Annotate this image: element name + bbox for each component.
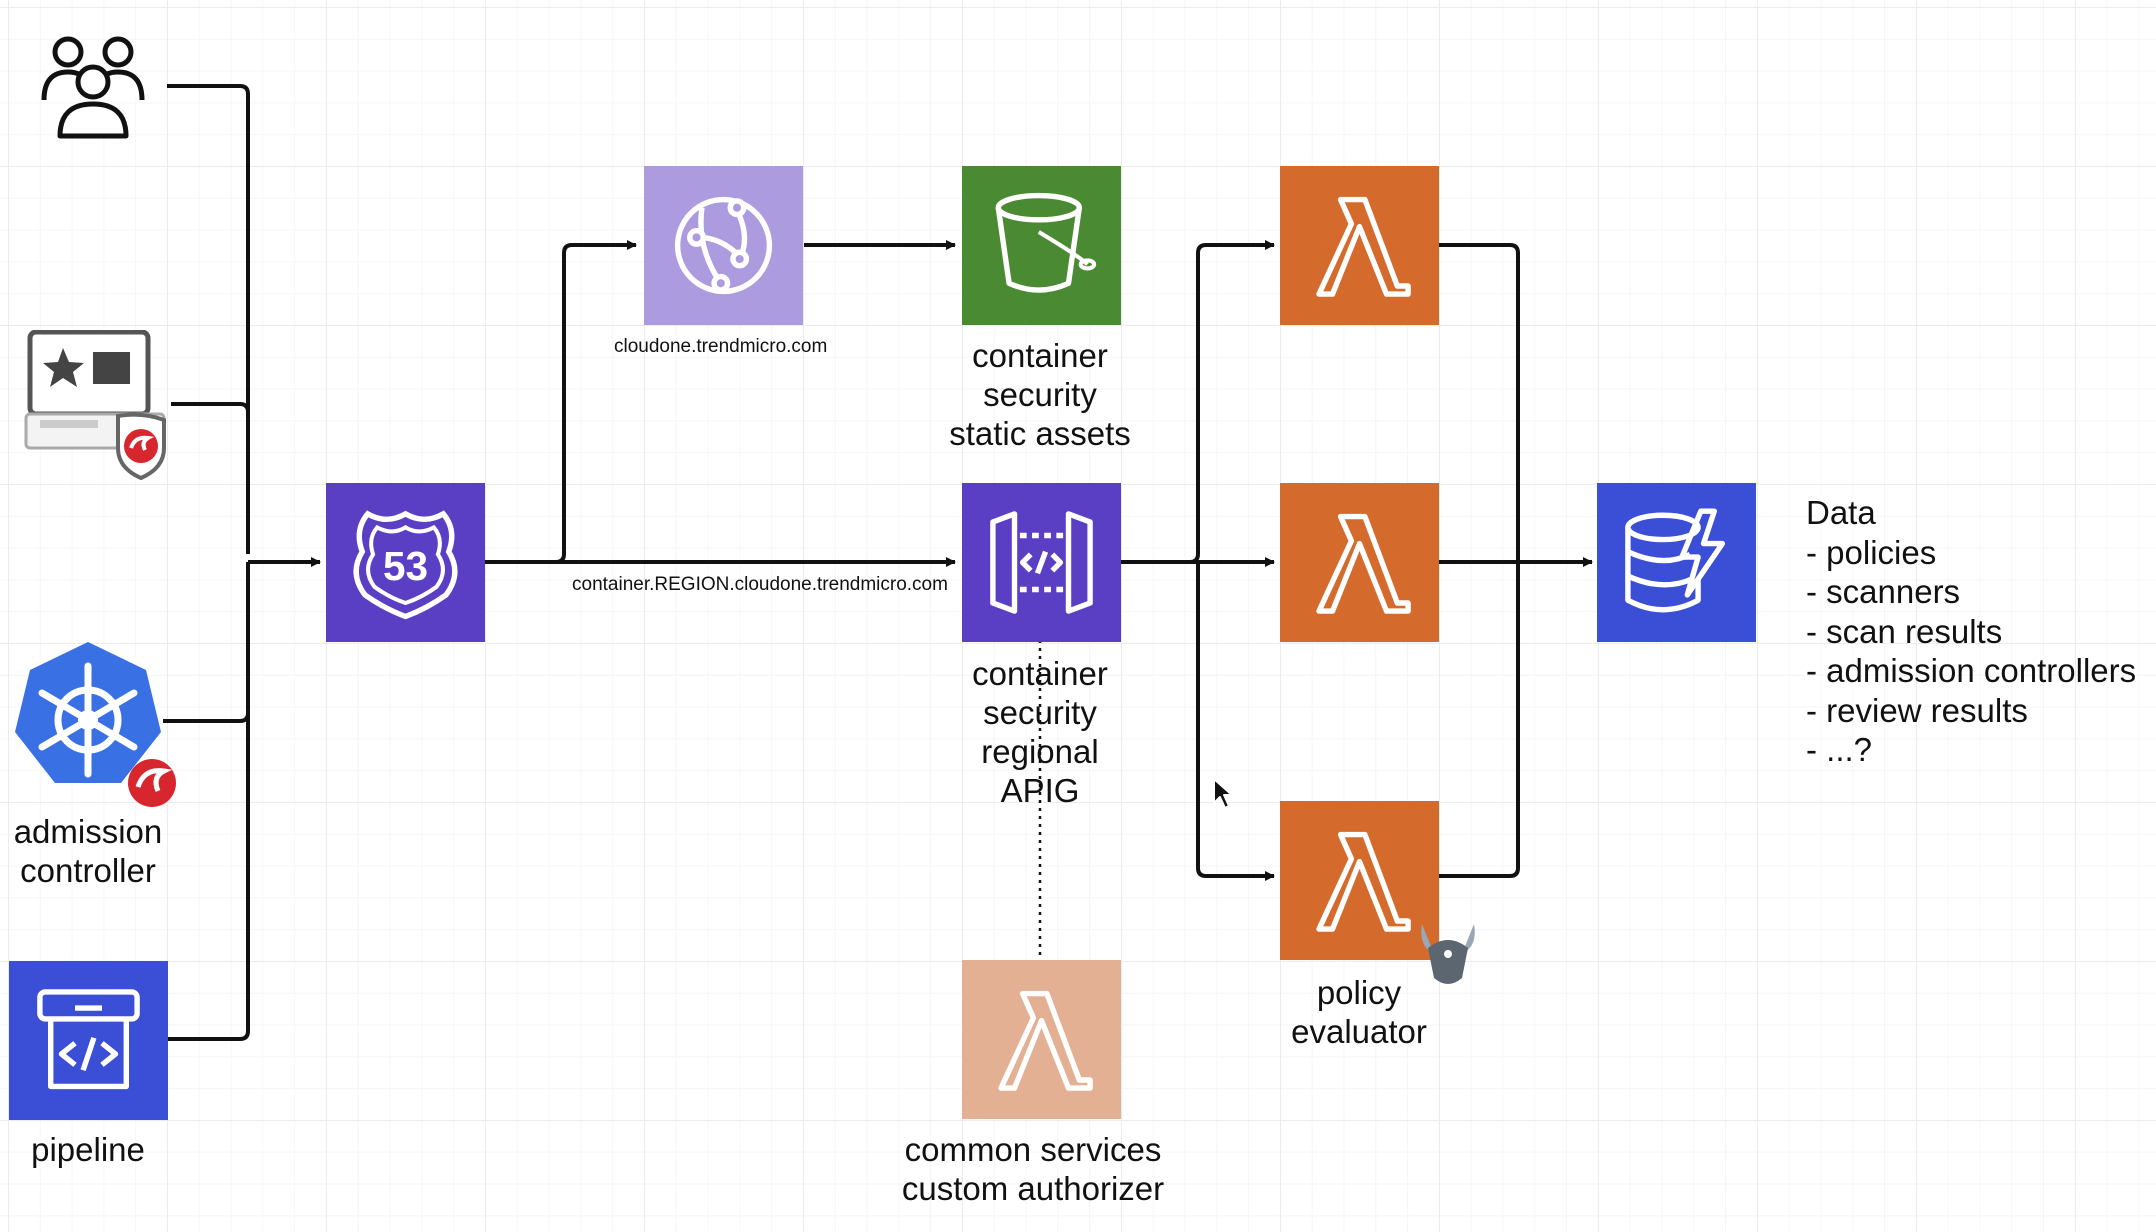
admission-controller-label: admission controller [13, 813, 163, 889]
s3-node[interactable] [962, 166, 1121, 325]
route53-icon: 53 [353, 510, 458, 620]
data-item: - admission controllers [1806, 652, 2137, 689]
authorizer-label: common services custom authorizer [901, 1131, 1165, 1207]
lambda-icon [1316, 196, 1411, 297]
data-item: - policies [1806, 533, 1937, 571]
data-item: - review results [1806, 691, 2028, 729]
mouse-cursor [1212, 777, 1234, 811]
apig-label: container security regional APIG [972, 655, 1108, 809]
authorizer-node[interactable] [962, 960, 1121, 1119]
opa-icon [1421, 924, 1475, 984]
lambda-icon [1316, 831, 1411, 932]
edge-lambda-top-merge [1439, 243, 1520, 562]
data-item: - scan results [1806, 612, 2003, 650]
data-title: Data [1806, 494, 1876, 531]
console-shield-icon [24, 329, 166, 481]
edge-pipeline-bus [168, 562, 250, 1041]
cloudfront-icon [674, 196, 773, 295]
data-item: - ...? [1806, 731, 1873, 768]
edge-apig-policy [1196, 562, 1275, 881]
kubernetes-icon [15, 642, 176, 807]
data-item: - scanners [1806, 573, 1961, 610]
console-node[interactable] [14, 329, 174, 481]
s3-bucket-icon [995, 192, 1097, 293]
dynamodb-icon [1625, 508, 1726, 613]
lambda-mid-node[interactable] [1280, 483, 1439, 642]
api-gateway-icon [990, 511, 1093, 614]
lambda-icon [1316, 513, 1411, 614]
apig-node[interactable] [962, 483, 1121, 642]
pipeline-label: pipeline [31, 1131, 145, 1168]
route53-node[interactable]: 53 [326, 483, 485, 642]
pipeline-node[interactable] [9, 961, 168, 1120]
edge-console-bus [171, 402, 250, 413]
svg-text:53: 53 [383, 543, 428, 589]
cloudfront-domain-label: cloudone.trendmicro.com [614, 336, 828, 357]
users-icon [41, 36, 145, 139]
lambda-top-node[interactable] [1280, 166, 1439, 325]
edge-policy-merge [1439, 562, 1520, 878]
dynamodb-node[interactable] [1597, 483, 1756, 642]
edge-users-bus [167, 84, 250, 554]
data-description: Data - policies - scanners - scan result… [1806, 493, 2136, 770]
admission-controller-node[interactable] [8, 640, 183, 815]
edge-route53-cloudfront [485, 240, 637, 564]
s3-label: container security static assets [949, 337, 1131, 452]
policy-evaluator-label: policy evaluator [1291, 974, 1427, 1050]
apig-domain-label: container.REGION.cloudone.trendmicro.com [572, 574, 948, 595]
cursor-arrow-icon [1213, 778, 1233, 809]
edge-apig-lambda-top [1121, 240, 1275, 564]
opa-badge [1416, 920, 1480, 990]
users-node[interactable] [38, 30, 148, 140]
code-pipeline-icon [37, 989, 140, 1090]
policy-evaluator-node[interactable] [1280, 801, 1439, 960]
cloudfront-node[interactable] [644, 166, 803, 325]
lambda-icon [998, 990, 1093, 1091]
